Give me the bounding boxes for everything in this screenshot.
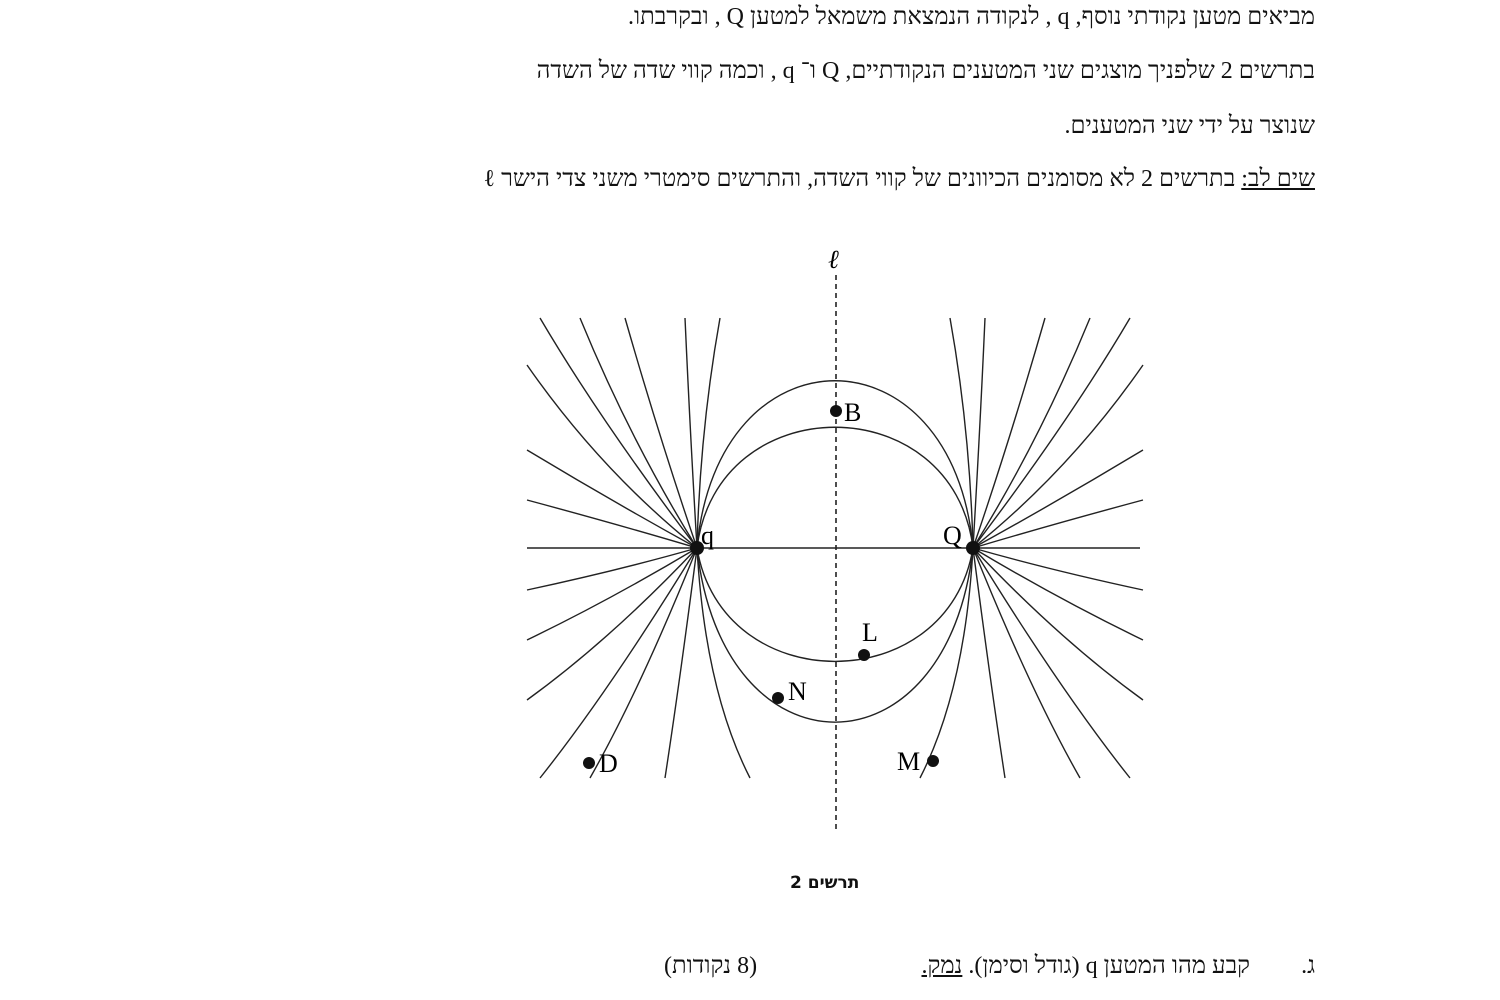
paragraph-line-3: שנוצר על ידי שני המטענים. — [1064, 113, 1315, 139]
field-line — [972, 547, 1081, 779]
field-line — [972, 317, 1131, 549]
point-L-marker — [858, 649, 870, 661]
field-line — [696, 380, 974, 549]
question-body: קבע מהו המטען q (גודל וסימן). — [968, 953, 1250, 979]
point-B-label: B — [844, 398, 861, 427]
point-L-label: L — [862, 618, 878, 647]
field-line — [624, 317, 698, 549]
field-line — [972, 317, 986, 549]
field-line — [972, 547, 1006, 779]
field-line — [972, 449, 1144, 549]
paragraph-line-1: מביאים מטען נקודתי נוסף, q , לנקודה הנמצ… — [627, 4, 1315, 30]
question-text: קבע מהו המטען q (גודל וסימן). נמק. — [921, 953, 1250, 980]
field-line — [684, 317, 698, 549]
field-line — [696, 426, 974, 549]
field-line — [696, 547, 751, 779]
field-line — [539, 317, 698, 549]
field-line — [972, 547, 1144, 591]
field-line — [579, 317, 698, 549]
note-label: שים לב: — [1241, 166, 1315, 192]
point-D-label: D — [599, 749, 618, 778]
field-line — [972, 547, 1144, 701]
question-number: ג. — [1301, 953, 1315, 979]
axis-label: ℓ — [828, 245, 839, 274]
charge-q-label: q — [701, 521, 714, 550]
field-line — [919, 547, 974, 779]
charge-q-marker — [690, 541, 704, 555]
point-M-marker — [927, 755, 939, 767]
charge-Q-marker — [966, 541, 980, 555]
field-line — [539, 547, 698, 779]
field-line — [589, 547, 698, 779]
field-line — [972, 317, 1046, 549]
field-line — [526, 547, 698, 701]
point-N-marker — [772, 692, 784, 704]
charge-Q-label: Q — [943, 521, 962, 550]
field-line — [526, 499, 698, 549]
point-D-marker — [583, 757, 595, 769]
question-explain: נמק. — [921, 953, 963, 979]
field-line — [972, 547, 1144, 641]
figure-caption: תרשים 2 — [790, 873, 860, 893]
field-line — [972, 547, 1131, 779]
field-line — [972, 499, 1144, 549]
point-B-marker — [830, 405, 842, 417]
note-line: שים לב: בתרשים 2 לא מסומנים הכיוונים של … — [484, 166, 1315, 193]
field-line — [972, 364, 1144, 549]
field-line — [972, 317, 1091, 549]
field-line — [696, 317, 721, 549]
field-line — [526, 547, 698, 641]
question-points: (8 נקודות) — [664, 953, 758, 979]
field-line — [526, 547, 698, 591]
paragraph-line-2: בתרשים 2 שלפניך מוצגים שני המטענים הנקוד… — [536, 58, 1315, 84]
field-line — [696, 547, 974, 723]
point-N-label: N — [788, 677, 807, 706]
field-line — [664, 547, 698, 779]
point-M-label: M — [897, 747, 920, 776]
field-line — [526, 364, 698, 549]
field-line — [949, 317, 974, 549]
note-text: בתרשים 2 לא מסומנים הכיוונים של קווי השד… — [483, 166, 1242, 192]
field-line — [526, 449, 698, 549]
field-line — [696, 547, 974, 663]
